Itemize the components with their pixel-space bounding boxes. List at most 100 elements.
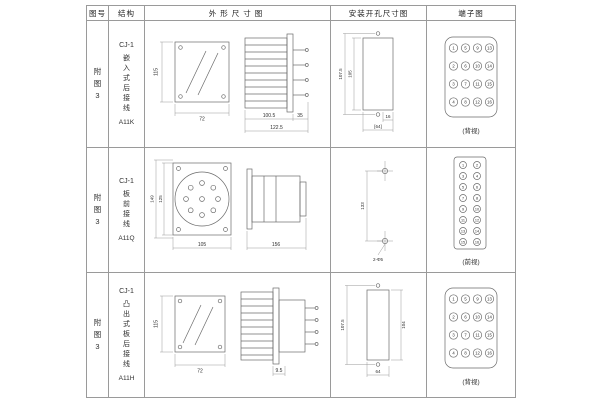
outline-drawing-a11k: 115 72 100.5 35 122.5	[154, 33, 309, 133]
terminal-pin: 16	[475, 240, 479, 244]
terminal-pin: 12	[475, 351, 480, 356]
dimension-lines	[365, 161, 393, 256]
spec-table: 图号 结构 外形尺寸图 安装开孔尺寸图 端子图 附图3 CJ-1 嵌入式后接线 …	[86, 5, 516, 398]
terminal-pin: 14	[487, 64, 492, 69]
terminal-pin: 15	[461, 240, 465, 244]
dim-label: 105	[198, 242, 207, 248]
terminal-pin: 16	[487, 351, 492, 356]
structure-code: A11H	[118, 375, 135, 383]
terminal-pin: 3	[452, 333, 455, 338]
terminal-pin: 8	[476, 196, 478, 200]
terminal-drawing-a11h: 1 2 3 4 5 6 7 8 9 10 11 12 13 14 15 16	[444, 287, 498, 369]
terminal-view-label: (前视)	[462, 259, 480, 266]
terminal-pin: 3	[452, 82, 455, 87]
header-row: 图号 结构 外形尺寸图 安装开孔尺寸图 端子图	[86, 5, 516, 21]
terminal-pin: 12	[475, 100, 480, 105]
terminal-pin: 13	[487, 297, 492, 302]
structure-model: CJ-1	[119, 287, 134, 295]
dim-label: 149	[150, 195, 155, 203]
structure-model: CJ-1	[119, 177, 134, 185]
terminal-pin: 9	[476, 46, 479, 51]
terminal-pin: 12	[475, 218, 479, 222]
dimension-lines	[160, 41, 309, 133]
dim-label: 105	[348, 70, 353, 78]
table-row: 附图3 CJ-1 板前接线 A11Q	[86, 147, 516, 273]
terminal-pin: 7	[462, 196, 464, 200]
fig-no-cell: 附图3	[86, 20, 109, 148]
header-structure: 结构	[108, 5, 145, 21]
side-view	[246, 168, 307, 230]
outline-cell: 115 72 9.5	[144, 272, 331, 398]
terminal-view-label: (背视)	[462, 379, 480, 386]
dimension-labels: 115 72 100.5 35 122.5	[154, 68, 303, 131]
terminal-pin: 4	[476, 174, 478, 178]
mount-cell: 133 2-Φ5	[330, 147, 427, 273]
terminal-pin: 15	[487, 82, 492, 87]
structure-code: A11Q	[118, 235, 135, 243]
outline-cell: 149 125 105 156	[144, 147, 331, 273]
dim-label: 2-Φ5	[373, 257, 384, 262]
dimension-lines	[345, 285, 403, 377]
side-view	[240, 287, 319, 365]
structure-code: A11K	[118, 119, 135, 127]
terminal-pin: 9	[476, 297, 479, 302]
outline-drawing-a11h: 115 72 9.5	[154, 287, 319, 376]
terminal-pin: 5	[464, 46, 467, 51]
mount-cell: 107.5 104 64	[330, 272, 427, 398]
terminal-pin: 13	[487, 46, 492, 51]
terminal-pin: 3	[462, 174, 464, 178]
front-view	[174, 41, 230, 103]
cutout-view	[366, 283, 390, 367]
fig-no: 附图3	[93, 318, 102, 351]
dimension-labels: 107.5 105 16 [64]	[338, 68, 391, 129]
dim-label: 156	[272, 242, 281, 248]
outline-cell: 115 72 100.5 35 122.5	[144, 20, 331, 148]
outline-drawing-a11q: 149 125 105 156	[150, 159, 307, 250]
terminal-pin: 15	[487, 333, 492, 338]
dimension-labels: 149 125 105 156	[150, 195, 281, 248]
terminal-pin: 13	[461, 229, 465, 233]
dimension-labels: 133 2-Φ5	[360, 202, 384, 262]
structure-desc: 凸出式板后接线	[123, 300, 130, 369]
terminal-view-label: (背视)	[462, 128, 480, 135]
terminal-pin: 8	[464, 100, 467, 105]
dim-label: 107.5	[340, 319, 345, 331]
dim-label: 115	[154, 320, 160, 328]
dimension-lines	[160, 295, 286, 376]
structure-desc: 嵌入式后接线	[123, 54, 130, 113]
terminal-pin: 10	[475, 315, 480, 320]
dim-label: 107.5	[338, 68, 343, 80]
front-view	[172, 162, 232, 236]
terminal-pins	[444, 36, 498, 118]
terminal-pin: 2	[476, 163, 478, 167]
dim-label: 122.5	[270, 125, 283, 131]
terminal-pin: 10	[475, 64, 480, 69]
structure-cell: CJ-1 凸出式板后接线 A11H	[108, 272, 145, 398]
dim-label: 16	[385, 114, 391, 119]
dim-label: [64]	[374, 124, 382, 129]
mount-cell: 107.5 105 16 [64]	[330, 20, 427, 148]
dim-label: 115	[154, 68, 160, 76]
terminal-pin: 6	[464, 64, 467, 69]
dim-label: 100.5	[263, 113, 276, 119]
terminal-pin-numbers: 1 2 3 4 5 6 7 8 9 10 11 12 13 14 15 16	[461, 163, 479, 244]
terminal-pins	[453, 156, 487, 250]
page: 图号 结构 外形尺寸图 安装开孔尺寸图 端子图 附图3 CJ-1 嵌入式后接线 …	[0, 5, 600, 405]
terminal-pin: 11	[475, 82, 480, 87]
dimension-lines	[343, 33, 394, 132]
terminal-pin: 4	[452, 351, 455, 356]
dim-label: 72	[197, 369, 203, 375]
dim-label: 64	[375, 369, 381, 374]
terminal-pin: 16	[487, 100, 492, 105]
terminal-pin: 11	[461, 218, 465, 222]
terminal-pin: 8	[464, 351, 467, 356]
terminal-pin: 6	[476, 185, 478, 189]
terminal-pin: 14	[475, 229, 479, 233]
dim-label: 9.5	[276, 368, 283, 374]
terminal-pin: 14	[487, 315, 492, 320]
mount-drawing-a11h: 107.5 104 64	[340, 283, 406, 377]
dim-label: 72	[199, 117, 205, 123]
terminal-pin: 10	[475, 207, 479, 211]
terminal-drawing-a11q: 1 2 3 4 5 6 7 8 9 10 11 12 13 14 15 16	[453, 156, 487, 250]
terminal-pin-numbers: 1 2 3 4 5 6 7 8 9 10 11 12 13 14 15 16	[452, 46, 492, 105]
